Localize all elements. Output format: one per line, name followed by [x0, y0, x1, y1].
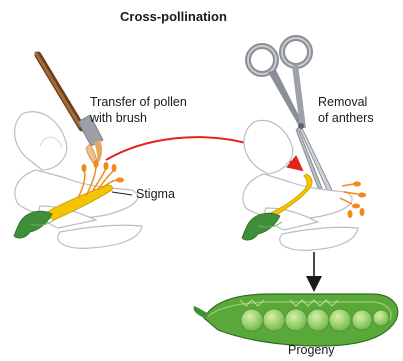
transfer-label-line2: with brush: [90, 111, 147, 126]
removal-label-line2: of anthers: [318, 111, 374, 126]
left-flower-icon: [14, 112, 142, 249]
diagram-title: Cross-pollination: [120, 9, 227, 24]
right-flower-icon: [242, 120, 366, 250]
stigma-label: Stigma: [136, 187, 175, 202]
pea-pod-icon: [193, 294, 397, 346]
transfer-label-line1: Transfer of pollen: [90, 95, 187, 110]
removal-label-line1: Removal: [318, 95, 367, 110]
